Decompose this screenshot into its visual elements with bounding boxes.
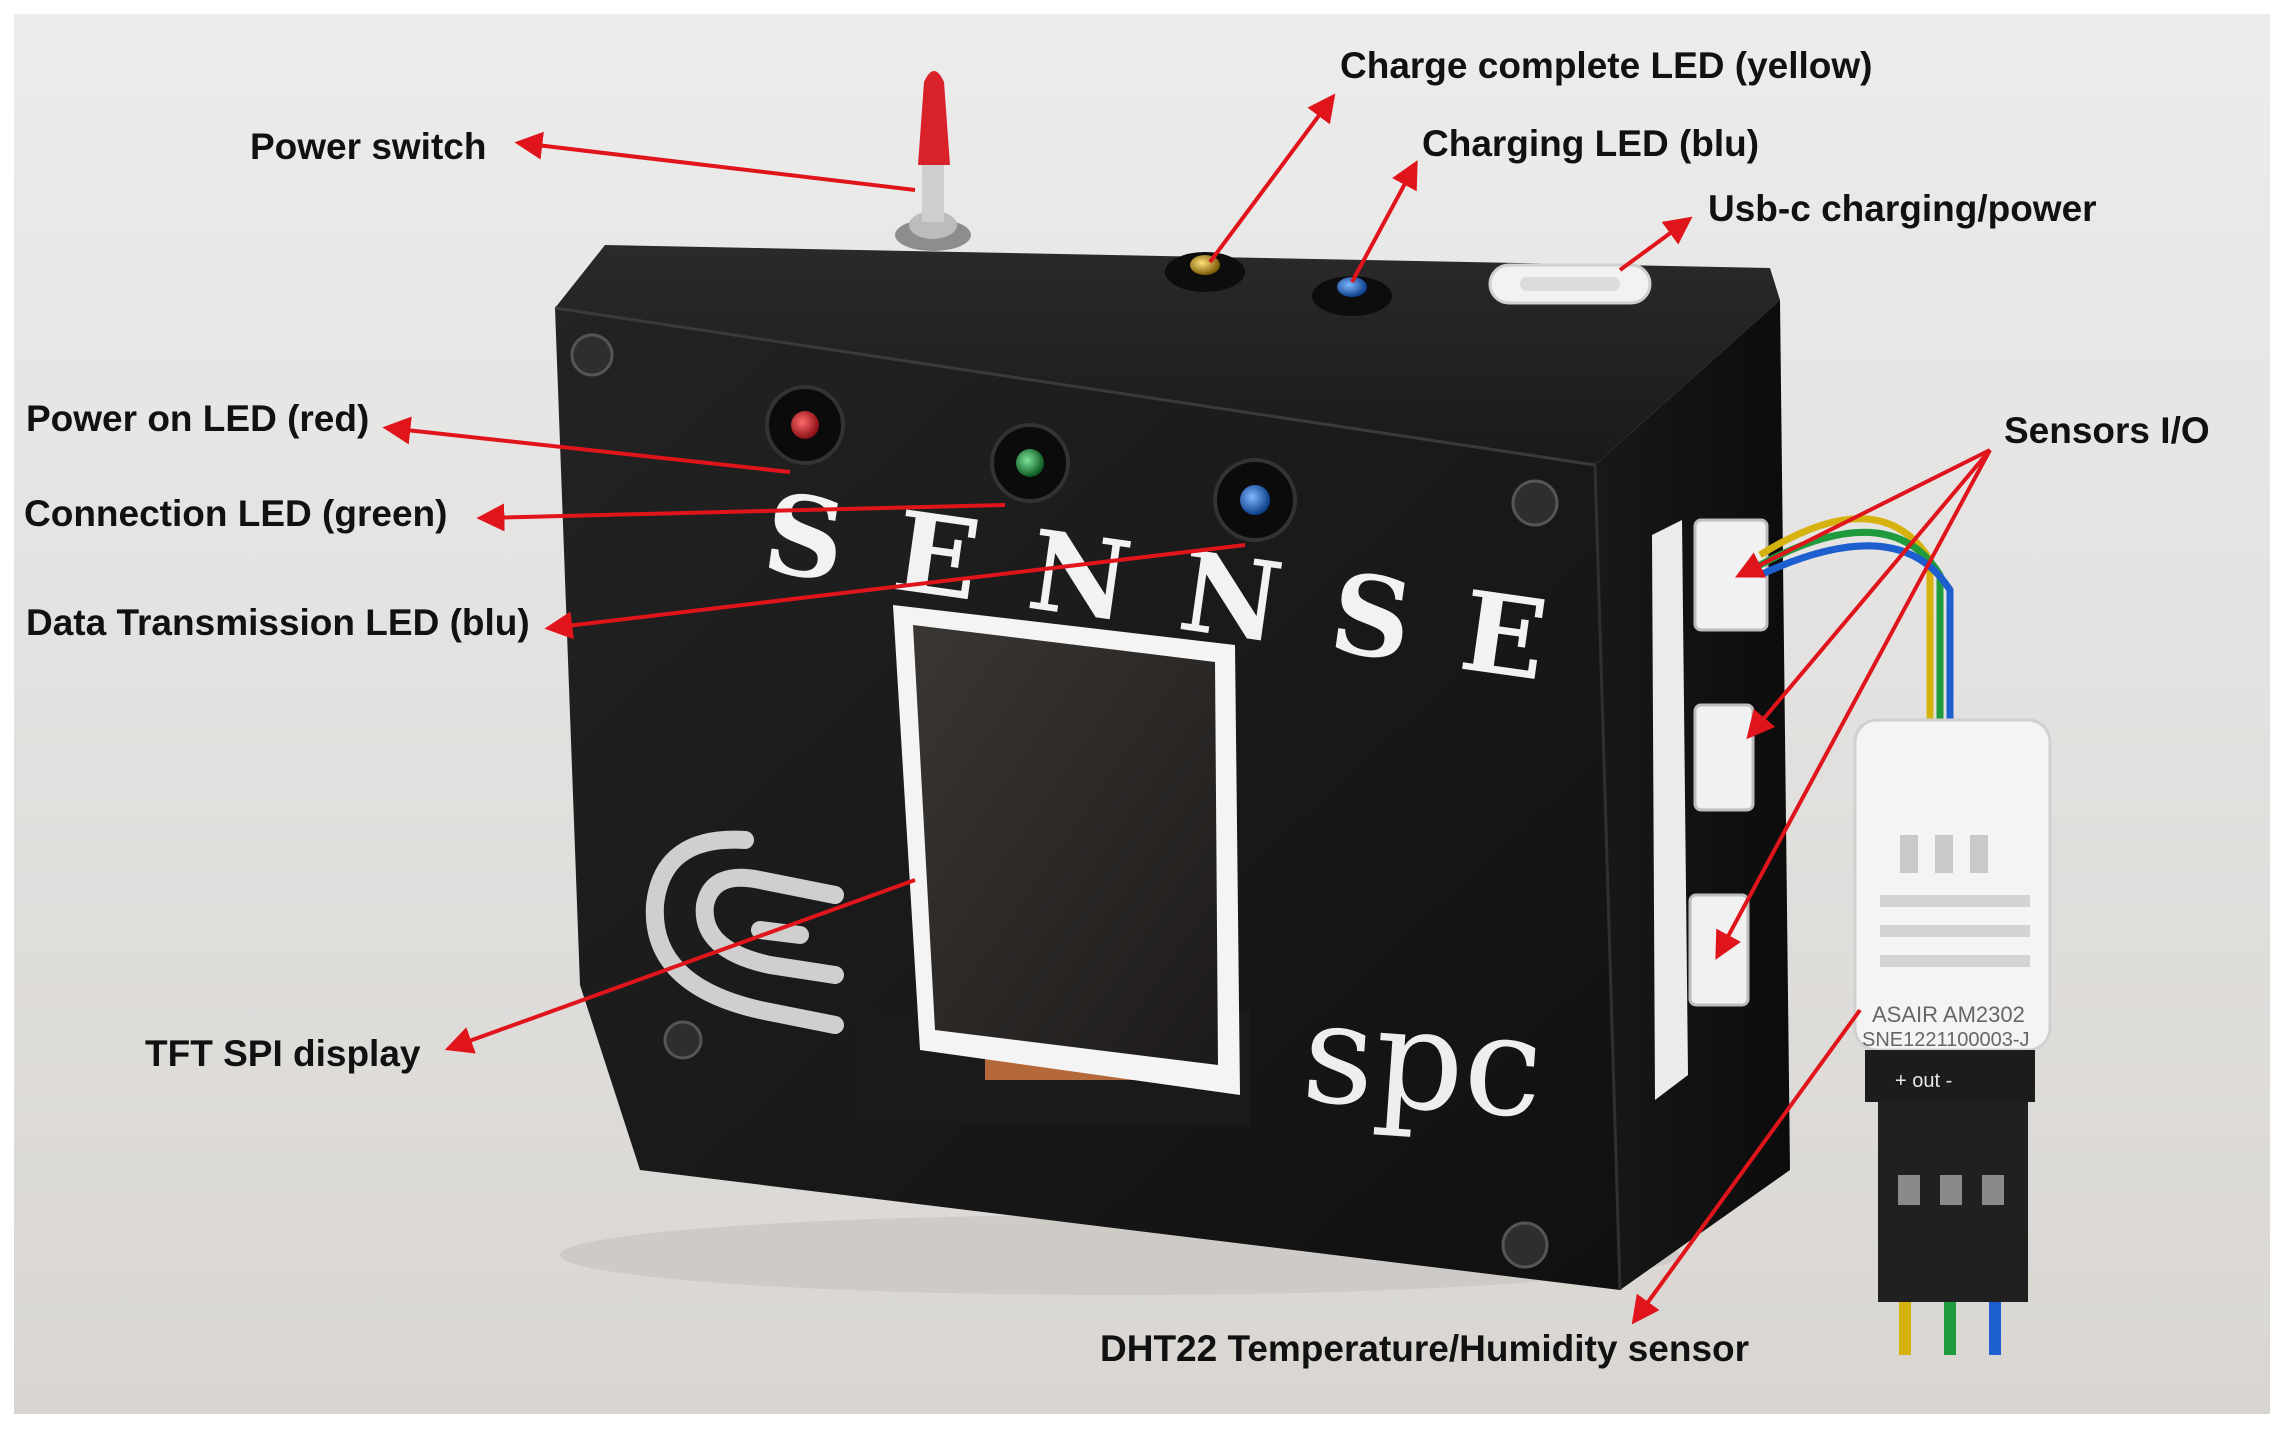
power-switch	[895, 71, 971, 251]
arrow-sensors-3	[1715, 449, 1992, 960]
arrow-power-on-led	[382, 416, 791, 474]
label-tft-display: TFT SPI display	[145, 1033, 421, 1074]
arrow-tft-display	[444, 878, 916, 1054]
arrow-connection-led	[476, 503, 1006, 532]
dht22-sensor: ASAIR AM2302 SNE1221100003-J + out -	[1853, 718, 2052, 1355]
label-charging-led: Charging LED (blu)	[1422, 123, 1760, 164]
arrow-charge-complete-led	[1208, 93, 1336, 264]
arrow-power-switch	[514, 131, 916, 192]
charging-led	[1312, 276, 1392, 316]
arrow-data-tx-led	[544, 543, 1246, 640]
label-usbc: Usb-c charging/power	[1708, 188, 2097, 229]
label-sensors-io: Sensors I/O	[2004, 410, 2210, 451]
cnr-logo	[645, 830, 844, 1034]
arrow-charging-led	[1350, 160, 1418, 283]
sensor-marking-2: SNE1221100003-J	[1862, 1029, 2030, 1051]
sensor-connectors	[1652, 518, 1769, 1100]
spc-logo: spc	[1298, 971, 1549, 1150]
screws	[570, 333, 1559, 1269]
label-charge-complete-led: Charge complete LED (yellow)	[1340, 45, 1873, 86]
power-on-led	[765, 385, 845, 465]
arrow-sensors-2	[1746, 448, 1992, 740]
sensor-marking-1: ASAIR AM2302	[1872, 1002, 2025, 1027]
connection-led	[990, 423, 1070, 503]
label-data-tx-led: Data Transmission LED (blu)	[26, 602, 530, 643]
arrow-sensors-1	[1734, 448, 1991, 578]
annotation-arrows	[382, 93, 1992, 1325]
arrow-dht22	[1631, 1008, 1862, 1325]
usbc-port	[1488, 263, 1652, 305]
charge-complete-led	[1165, 252, 1245, 292]
label-dht22: DHT22 Temperature/Humidity sensor	[1100, 1328, 1750, 1369]
label-power-on-led: Power on LED (red)	[26, 398, 370, 439]
label-connection-led: Connection LED (green)	[24, 493, 448, 534]
data-transmission-led	[1213, 458, 1297, 542]
sensor-pins: + out -	[1895, 1070, 1952, 1092]
tft-display	[855, 605, 1250, 1125]
label-power-switch: Power switch	[250, 126, 487, 167]
arrow-usbc	[1618, 216, 1693, 272]
